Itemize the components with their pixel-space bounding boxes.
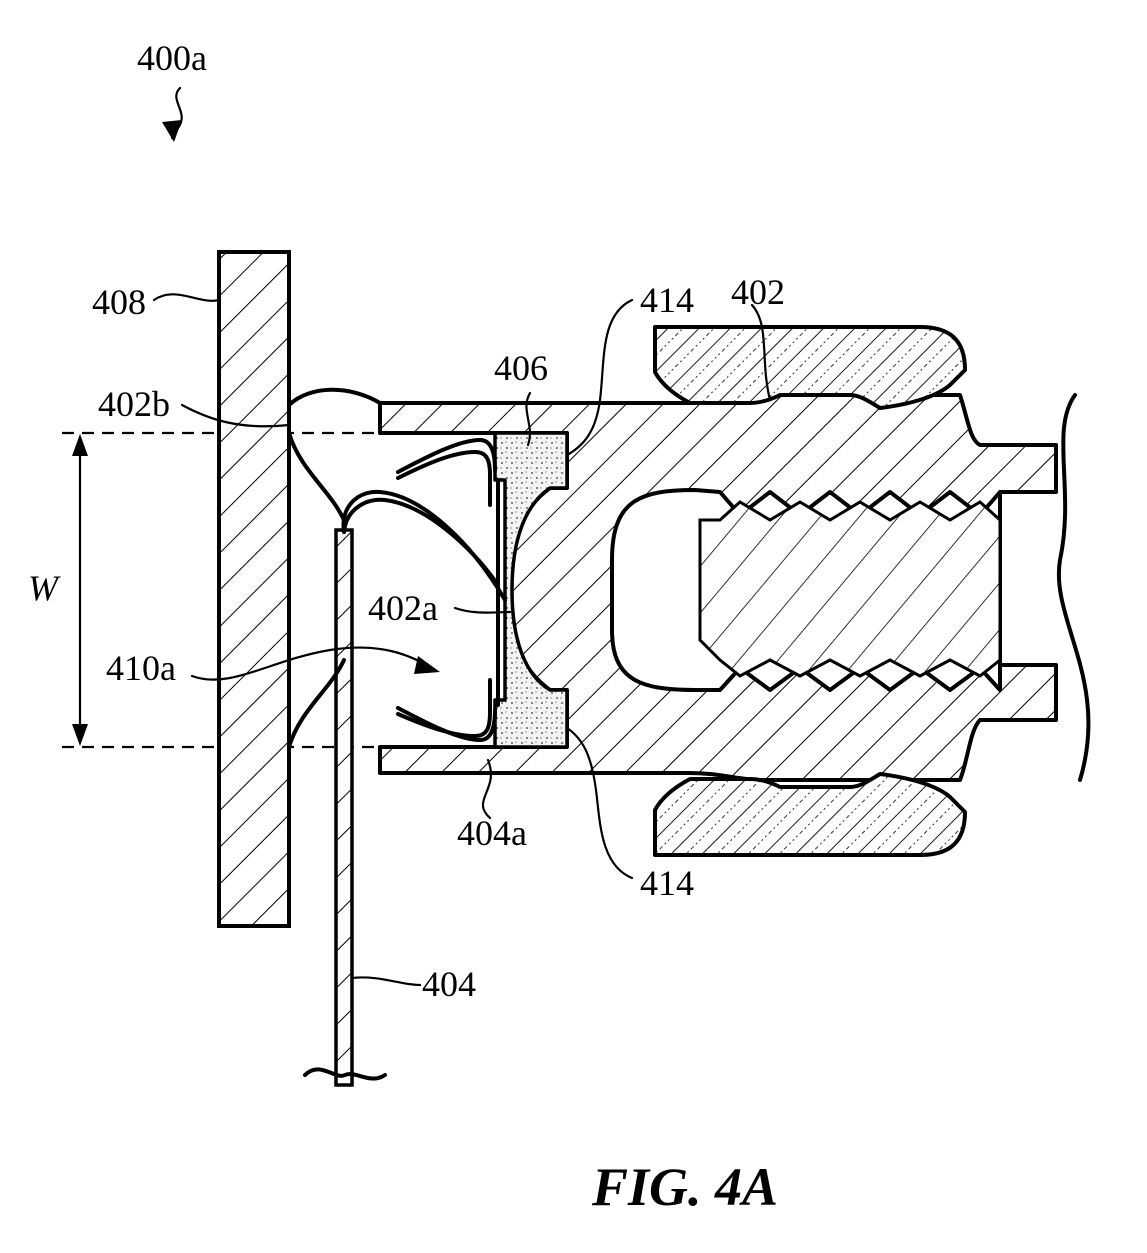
width-dimension [62, 431, 380, 749]
label-408: 408 [92, 282, 146, 322]
label-w: W [28, 568, 58, 608]
leader-402b [180, 403, 291, 428]
label-402a: 402a [368, 588, 438, 628]
label-410a: 410a [106, 648, 176, 688]
panel-408 [217, 250, 291, 928]
label-400a: 400a [137, 38, 207, 78]
label-406: 406 [494, 348, 548, 388]
leader-408 [152, 293, 221, 302]
cut-line-right [1056, 393, 1091, 782]
leader-402a [453, 606, 512, 614]
leader-410a-arrowhead [414, 656, 440, 674]
adhesive-406 [493, 431, 569, 749]
gasket-top [653, 325, 967, 410]
spring-clip-arm-upper [396, 450, 492, 507]
bracket-404 [334, 528, 354, 1087]
leader-414-bottom [565, 726, 634, 880]
leader-406 [525, 391, 532, 447]
bracket-break [303, 1067, 387, 1081]
label-414-top: 414 [640, 280, 694, 320]
label-402: 402 [731, 272, 785, 312]
label-404a: 404a [457, 813, 527, 853]
label-404: 404 [422, 964, 476, 1004]
panel-bump-402b [287, 387, 382, 749]
screw-core [698, 500, 1002, 678]
label-402b: 402b [98, 384, 170, 424]
assembly-arrowhead [162, 120, 182, 142]
leader-404 [350, 976, 422, 987]
leader-414-top [565, 298, 634, 457]
leader-410a [190, 646, 434, 681]
label-414-bottom: 414 [640, 863, 694, 903]
spring-clip [341, 438, 507, 742]
leader-404a [481, 758, 492, 820]
figure-caption: FIG. 4A [592, 1157, 779, 1217]
leader-402 [750, 303, 772, 402]
gasket-bottom [653, 772, 967, 857]
spring-clip-arm-lower [396, 678, 492, 738]
